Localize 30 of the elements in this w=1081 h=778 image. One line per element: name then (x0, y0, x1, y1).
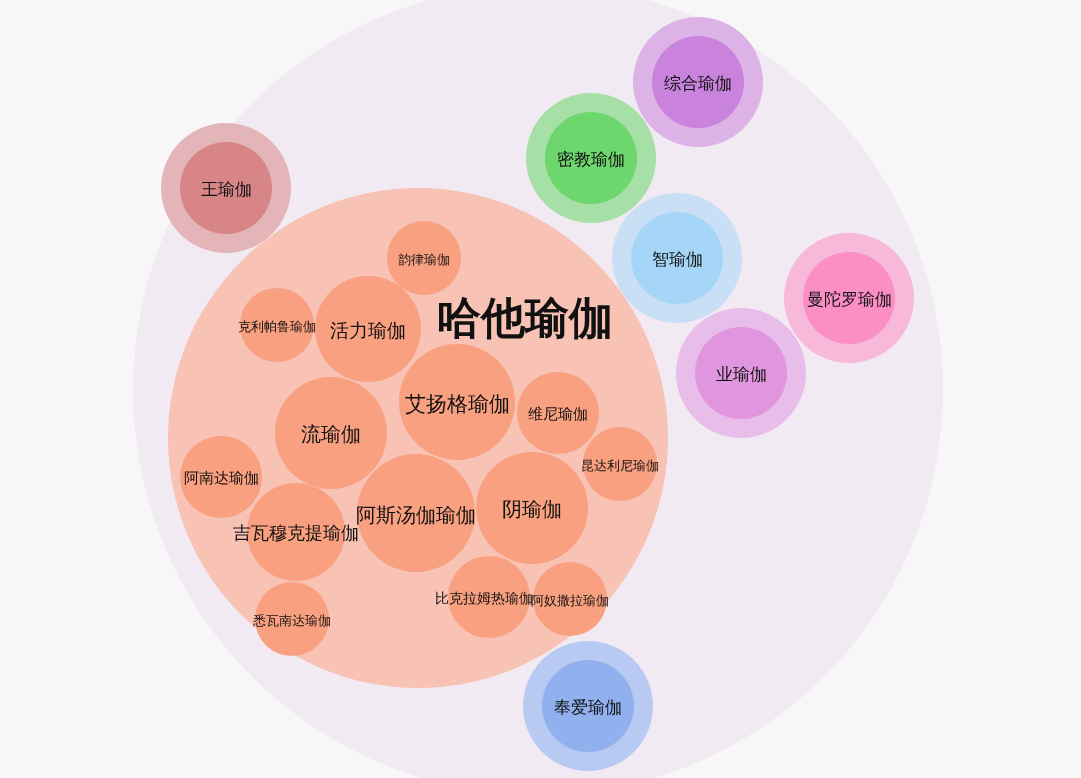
bubble-label: 阴瑜伽 (502, 499, 562, 519)
bubble-label: 比克拉姆热瑜伽 (435, 591, 533, 605)
bubble (545, 112, 637, 204)
bubble (695, 327, 787, 419)
bubble-label: 悉瓦南达瑜伽 (253, 613, 331, 627)
bubble-label: 活力瑜伽 (330, 320, 406, 340)
bubble-label: 阿奴撒拉瑜伽 (531, 593, 609, 607)
bubble-label: 艾扬格瑜伽 (404, 393, 510, 415)
bubble-label: 韵律瑜伽 (398, 252, 450, 266)
bubble-label: 维尼瑜伽 (528, 406, 588, 422)
bubble (631, 212, 723, 304)
bubble-label: 哈他瑜伽 (437, 296, 613, 340)
bubble-label: 奉爱瑜伽 (554, 698, 622, 716)
bubble-label: 智瑜伽 (651, 250, 703, 268)
bubble-label: 密教瑜伽 (557, 150, 625, 168)
bubble-label: 阿斯汤伽瑜伽 (356, 505, 476, 525)
bubble-label: 流瑜伽 (301, 424, 361, 444)
bubble-label: 阿南达瑜伽 (183, 470, 259, 486)
bubble-label: 业瑜伽 (715, 365, 767, 383)
bubble (180, 436, 262, 518)
bubble-label: 王瑜伽 (200, 180, 252, 198)
bubble (803, 252, 895, 344)
bubble-label: 曼陀罗瑜伽 (806, 290, 892, 308)
bubble-label: 吉瓦穆克提瑜伽 (233, 524, 359, 542)
bubble-label: 综合瑜伽 (664, 74, 732, 92)
bubble-label: 克利帕鲁瑜伽 (238, 319, 316, 333)
bubble (652, 36, 744, 128)
bubble-label: 昆达利尼瑜伽 (581, 458, 659, 472)
bubble (542, 660, 634, 752)
bubble (180, 142, 272, 234)
